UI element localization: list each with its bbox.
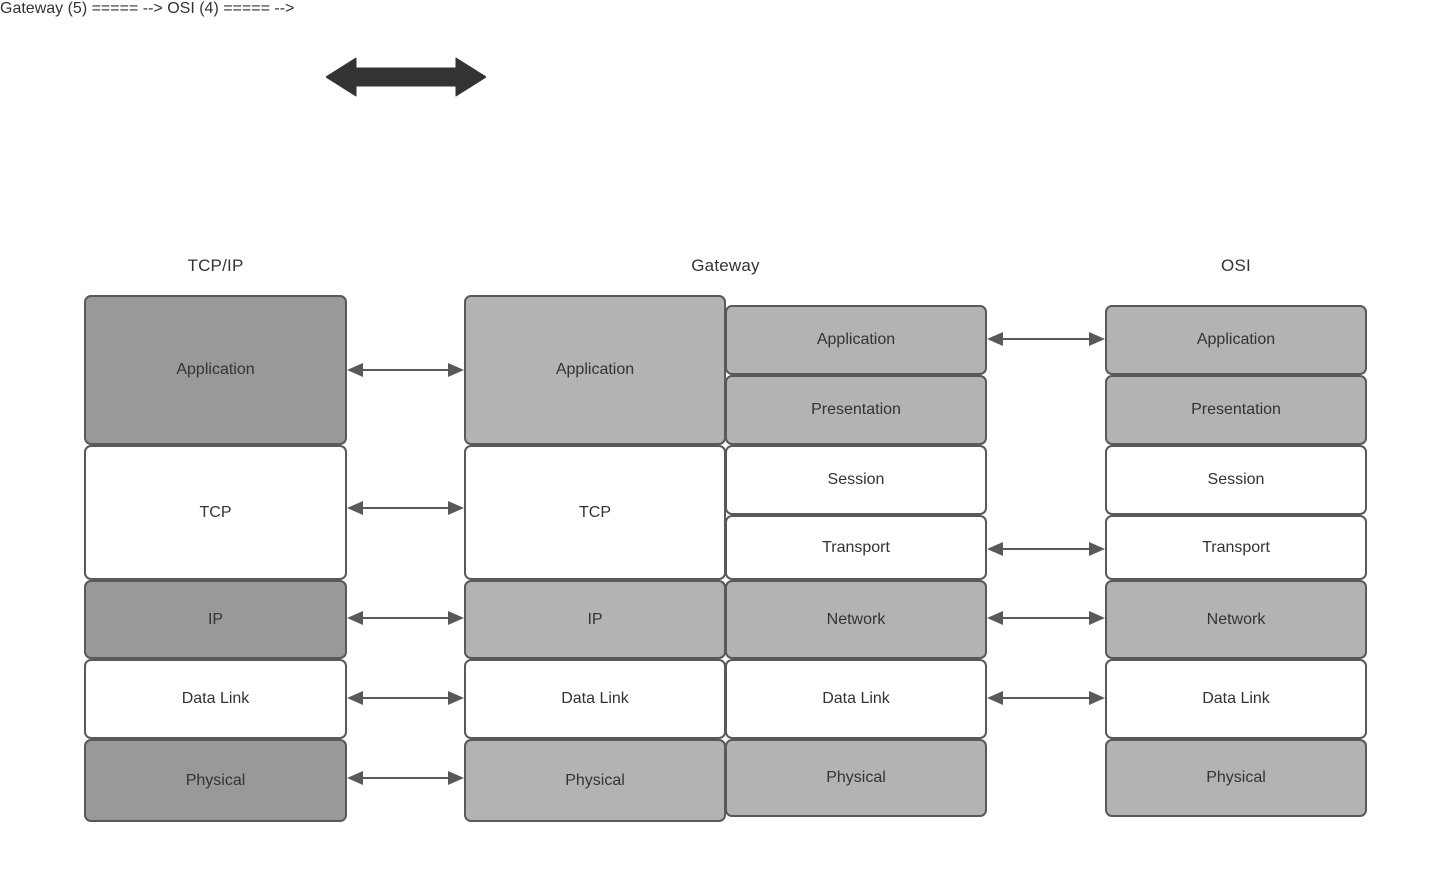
connector-tcpip-gateway-data-link xyxy=(347,687,464,709)
layer-gateway-right-physical[interactable]: Physical xyxy=(725,739,987,817)
connector-gateway-osi-application xyxy=(987,328,1105,350)
connector-tcpip-gateway-tcp xyxy=(347,497,464,519)
layer-gateway-right-network[interactable]: Network xyxy=(725,580,987,659)
layer-tcpip-ip[interactable]: IP xyxy=(84,580,347,659)
layer-osi-network[interactable]: Network xyxy=(1105,580,1367,659)
layer-osi-application[interactable]: Application xyxy=(1105,305,1367,375)
connector-gateway-osi-data-link xyxy=(987,687,1105,709)
layer-gateway-left-ip[interactable]: IP xyxy=(464,580,726,659)
column-heading-osi: OSI xyxy=(1221,256,1251,275)
connector-tcpip-gateway-ip xyxy=(347,607,464,629)
layer-gateway-left-application[interactable]: Application xyxy=(464,295,726,445)
connector-gateway-osi-transport xyxy=(987,538,1105,560)
stack-gateway-right: Application Presentation Session Transpo… xyxy=(725,305,987,817)
layer-tcpip-tcp[interactable]: TCP xyxy=(84,445,347,580)
double-headed-arrow-icon xyxy=(325,56,487,98)
connector-tcpip-gateway-application xyxy=(347,359,464,381)
column-heading-tcpip: TCP/IP xyxy=(187,256,244,275)
layer-gateway-left-physical[interactable]: Physical xyxy=(464,739,726,822)
layer-osi-data-link[interactable]: Data Link xyxy=(1105,659,1367,739)
layer-tcpip-application[interactable]: Application xyxy=(84,295,347,445)
column-heading-gateway: Gateway xyxy=(691,256,760,275)
layer-gateway-right-session[interactable]: Session xyxy=(725,445,987,515)
layer-tcpip-physical[interactable]: Physical xyxy=(84,739,347,822)
layer-osi-session[interactable]: Session xyxy=(1105,445,1367,515)
connector-tcpip-gateway-physical xyxy=(347,767,464,789)
layer-osi-physical[interactable]: Physical xyxy=(1105,739,1367,817)
layer-osi-transport[interactable]: Transport xyxy=(1105,515,1367,580)
stack-tcpip: Application TCP IP Data Link Physical xyxy=(84,295,347,822)
layer-gateway-right-presentation[interactable]: Presentation xyxy=(725,375,987,445)
layer-tcpip-data-link[interactable]: Data Link xyxy=(84,659,347,739)
layer-gateway-left-data-link[interactable]: Data Link xyxy=(464,659,726,739)
stack-gateway-left: Application TCP IP Data Link Physical xyxy=(464,295,726,822)
layer-gateway-right-data-link[interactable]: Data Link xyxy=(725,659,987,739)
layer-gateway-left-tcp[interactable]: TCP xyxy=(464,445,726,580)
stack-osi: Application Presentation Session Transpo… xyxy=(1105,305,1367,817)
layer-osi-presentation[interactable]: Presentation xyxy=(1105,375,1367,445)
connector-gateway-osi-network xyxy=(987,607,1105,629)
layer-gateway-right-application[interactable]: Application xyxy=(725,305,987,375)
layer-gateway-right-transport[interactable]: Transport xyxy=(725,515,987,580)
